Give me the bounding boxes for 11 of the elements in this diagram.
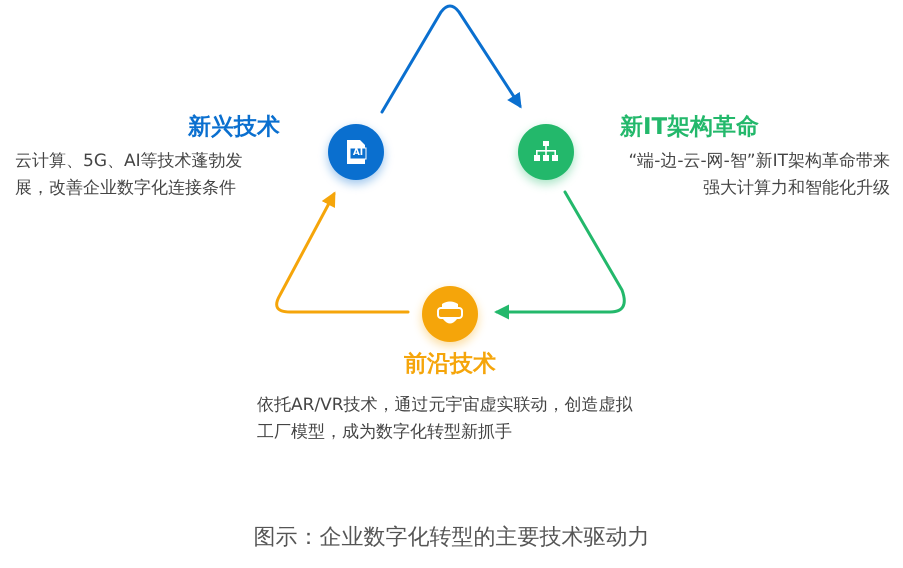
heading: 新兴技术	[188, 113, 280, 142]
description: “端-边-云-网-智”新IT架构革命带来强大计算力和智能化升级	[627, 150, 890, 200]
caption: 图示：企业数字化转型的主要技术驱动力	[252, 524, 650, 552]
heading: 前沿技术	[403, 350, 497, 379]
arrow	[494, 190, 626, 320]
icon-label: AI	[352, 149, 364, 158]
arrow	[275, 191, 410, 314]
description: 云计算、5G、AI等技术蓬勃发展，改善企业数字化连接条件	[15, 150, 244, 200]
description: 依托AR/VR技术，通过元宇宙虚实联动，创造虚拟工厂模型，成为数字化转型新抓手	[257, 394, 633, 444]
heading: 新IT架构革命	[620, 113, 760, 142]
arrow	[380, 4, 522, 114]
